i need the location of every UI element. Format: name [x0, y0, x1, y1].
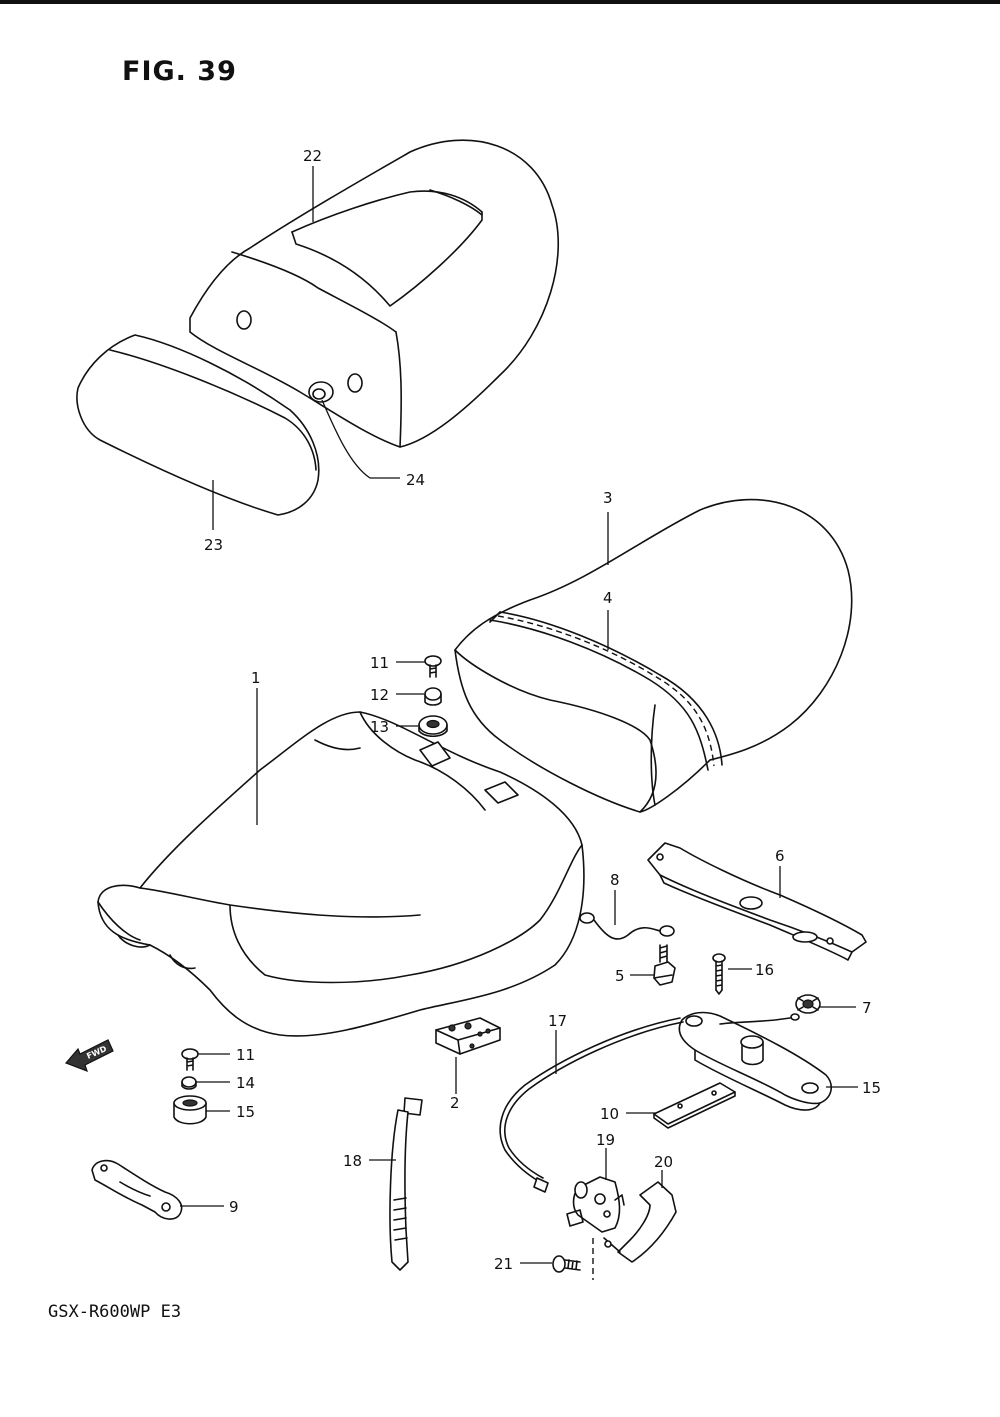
- callout-15: 15: [236, 1103, 255, 1121]
- callout-20: 19: [596, 1131, 615, 1149]
- callout-17: 16: [755, 961, 774, 979]
- callout-24: 23: [204, 536, 223, 554]
- callout-labels: 22 23 24 3 4 1 11 12 13 6 8 5 16 7 15 10…: [204, 147, 881, 1273]
- callout-10: 10: [600, 1105, 619, 1123]
- part-20-lock-cylinder[interactable]: [566, 1176, 625, 1233]
- callout-25: 24: [406, 471, 425, 489]
- part-6-bracket[interactable]: [647, 842, 867, 961]
- callout-13: 13: [370, 718, 389, 736]
- part-7-push-nut[interactable]: [795, 994, 821, 1014]
- callout-7: 7: [862, 999, 872, 1017]
- part-14-washer[interactable]: [181, 1076, 197, 1090]
- part-15-spacer[interactable]: [173, 1095, 207, 1125]
- part-9-bracket[interactable]: [91, 1159, 183, 1220]
- callout-22: 21: [494, 1255, 513, 1273]
- part-19-cable-tie[interactable]: [389, 1097, 423, 1271]
- part-3-rear-seat[interactable]: [454, 498, 853, 813]
- callout-2: 2: [450, 1094, 460, 1112]
- part-13-cushion[interactable]: [418, 715, 448, 738]
- part-12-nut[interactable]: [424, 687, 442, 706]
- callout-18: 17: [548, 1012, 567, 1030]
- part-25-grommet[interactable]: [308, 381, 334, 403]
- callout-9: 9: [229, 1198, 239, 1216]
- page-top-border: [0, 0, 1000, 4]
- part-23-seat-cowl[interactable]: [189, 139, 559, 448]
- callout-1: 1: [251, 669, 261, 687]
- callout-14: 14: [236, 1074, 255, 1092]
- part-11-screw-lower[interactable]: [181, 1048, 199, 1071]
- model-code: GSX-R600WP E3: [48, 1302, 182, 1322]
- callout-23: 22: [303, 147, 322, 165]
- callout-8: 8: [610, 871, 620, 889]
- callout-5: 5: [615, 967, 625, 985]
- part-10-plate[interactable]: [653, 1082, 736, 1129]
- callout-3: 3: [603, 489, 613, 507]
- callout-11-lower: 11: [236, 1046, 255, 1064]
- callout-12: 12: [370, 686, 389, 704]
- callout-16: 15: [862, 1079, 881, 1097]
- fwd-direction-arrow: FWD: [64, 1039, 114, 1073]
- figure-title: FIG. 39: [122, 56, 237, 87]
- part-5-bolt[interactable]: [653, 944, 676, 986]
- callout-6: 6: [775, 847, 785, 865]
- part-2-connector[interactable]: [435, 1017, 501, 1055]
- part-17-screw[interactable]: [712, 953, 726, 995]
- leader-lines: [180, 166, 858, 1264]
- part-18-cable[interactable]: [499, 1017, 684, 1193]
- part-24-seat-pad[interactable]: [76, 334, 320, 516]
- part-22-bolt[interactable]: [552, 1238, 594, 1280]
- part-8-wire[interactable]: [579, 912, 675, 940]
- callout-19: 18: [343, 1152, 362, 1170]
- callout-11-upper: 11: [370, 654, 389, 672]
- callout-21: 20: [654, 1153, 673, 1171]
- part-11-screw-upper[interactable]: [424, 655, 442, 678]
- part-1-front-seat[interactable]: [97, 711, 585, 1037]
- callout-4: 4: [603, 589, 613, 607]
- part-21-lock-bracket[interactable]: [603, 1181, 677, 1263]
- part-16-seat-lock[interactable]: [678, 1011, 833, 1111]
